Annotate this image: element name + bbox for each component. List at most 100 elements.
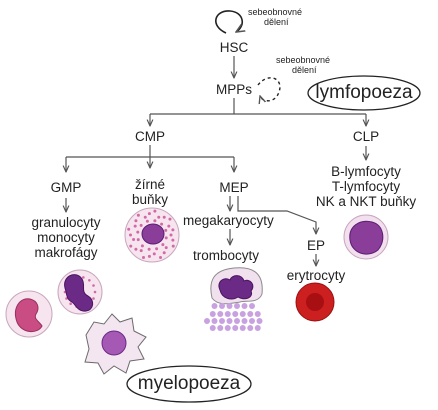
mast-granule — [161, 243, 165, 247]
mast-granule — [164, 236, 168, 240]
mast-granule — [133, 224, 137, 228]
eosinophil-granule — [69, 302, 72, 306]
lymphocyte-image — [343, 214, 389, 260]
platelet — [249, 318, 255, 324]
eosinophil-granule — [92, 284, 95, 287]
mast-granule — [167, 224, 171, 228]
mast-granule — [139, 223, 143, 227]
node-erythrocytes: erytrocyty — [286, 268, 346, 283]
mast-granule — [169, 233, 173, 237]
node-clp: CLP — [352, 129, 380, 144]
platelet — [239, 311, 246, 317]
mast-granule — [162, 251, 166, 255]
mpps-self-renewal-label: sebeobnovné dělení — [276, 55, 331, 75]
mast-granule — [147, 247, 151, 251]
myelopoiesis-title: myelopoeza — [137, 373, 241, 394]
mast-granule — [160, 222, 164, 226]
node-hsc: HSC — [219, 40, 249, 55]
eosinophil-granule — [65, 297, 68, 300]
platelet — [204, 318, 210, 324]
node-gmp-products: granulocyty monocyty makrofágy — [31, 215, 101, 260]
node-mast-cells: žírné buňky — [131, 177, 169, 207]
lymphopoiesis-title: lymfopoeza — [315, 82, 413, 103]
platelet — [234, 303, 240, 309]
mast-granule — [155, 247, 159, 251]
mast-granule — [129, 233, 132, 237]
eosinophil-granule — [93, 290, 97, 294]
mast-granule — [164, 246, 168, 250]
platelet — [217, 311, 224, 317]
mast-granule — [129, 244, 133, 248]
granulocyte-image — [5, 290, 53, 338]
erythrocyte-image — [295, 282, 335, 322]
mast-granule — [141, 255, 145, 259]
mast-granule — [139, 249, 143, 253]
platelet — [254, 325, 261, 331]
platelet — [232, 325, 239, 331]
platelet — [254, 311, 261, 317]
node-cmp: CMP — [135, 129, 165, 144]
platelet — [247, 311, 254, 317]
hsc-self-renewal-label: sebeobnovné dělení — [248, 7, 303, 27]
mast-granule — [143, 215, 147, 219]
mast-granule — [168, 217, 172, 221]
node-megakaryocytes: megakaryocyty — [183, 213, 274, 228]
arrow-mep-ep — [237, 196, 316, 234]
platelet — [211, 318, 218, 324]
platelet — [256, 318, 263, 324]
mast-granule — [153, 209, 157, 213]
platelet — [241, 303, 248, 309]
platelet — [209, 325, 216, 331]
eosinophil-granule — [92, 297, 95, 300]
mast-cell-image — [124, 207, 180, 263]
mast-granule — [164, 228, 168, 232]
platelet — [226, 318, 233, 324]
mast-granule — [147, 212, 151, 216]
mast-granule — [152, 252, 156, 256]
mpps-self-renewal-loop — [257, 77, 281, 101]
mast-granule — [145, 219, 149, 223]
platelet — [247, 325, 254, 331]
mast-granule — [171, 228, 175, 232]
mast-granule — [153, 219, 157, 223]
node-ep: EP — [306, 238, 326, 253]
platelet — [226, 303, 233, 309]
platelet — [232, 311, 239, 317]
platelet — [239, 325, 246, 331]
mast-granule — [171, 244, 175, 248]
mast-granule — [157, 215, 161, 219]
mast-granule — [127, 227, 131, 231]
eosinophil-image — [57, 269, 103, 315]
platelet — [211, 303, 218, 309]
mast-granule — [134, 247, 138, 251]
mast-granule — [136, 213, 140, 217]
platelet — [209, 311, 216, 317]
platelet — [224, 311, 231, 317]
node-gmp: GMP — [50, 180, 82, 195]
platelet — [219, 303, 225, 309]
mast-granule — [140, 244, 144, 248]
platelet — [241, 318, 248, 324]
mast-granule — [147, 254, 151, 258]
mast-granule — [136, 238, 140, 242]
mast-granule — [171, 238, 175, 242]
platelet — [234, 318, 240, 324]
node-platelets: trombocyty — [193, 248, 260, 263]
node-mep: MEP — [219, 180, 249, 195]
platelet — [249, 303, 255, 309]
mast-granule — [132, 238, 136, 242]
lymphopoiesis-oval — [307, 75, 421, 111]
eosinophil-granule — [88, 278, 91, 282]
platelet — [219, 318, 225, 324]
megakaryocyte-image — [204, 267, 263, 331]
node-mpps: MPPs — [215, 82, 253, 97]
mast-granule — [162, 215, 166, 219]
mast-granule — [159, 255, 163, 259]
node-lymphocytes: B-lymfocyty T-lymfocyty NK a NKT buňky — [315, 164, 417, 209]
eosinophil-granule — [82, 276, 85, 279]
hsc-self-renewal-loop — [215, 10, 242, 34]
mast-granule — [136, 230, 140, 234]
platelet — [217, 325, 224, 331]
